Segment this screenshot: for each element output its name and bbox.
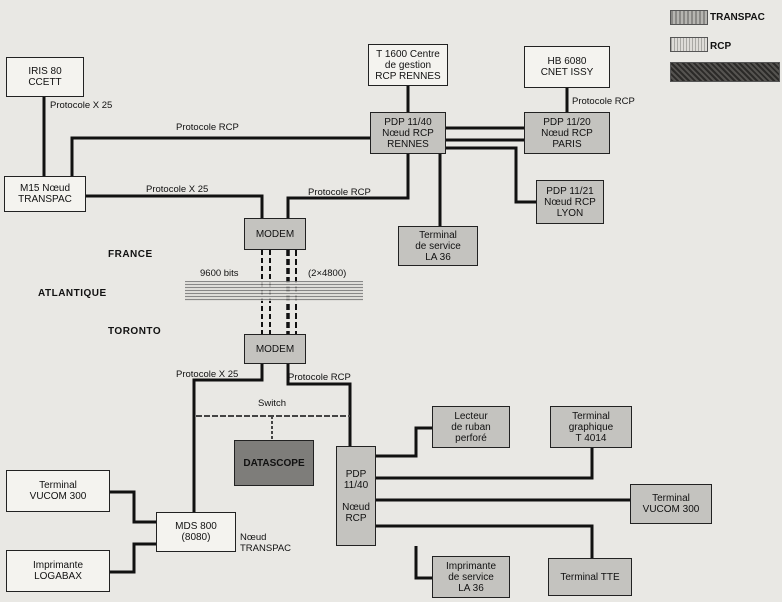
datascope-box: DATASCOPE bbox=[234, 440, 314, 486]
label-noeud-transpac-line-2: TRANSPAC bbox=[240, 543, 292, 554]
label-protocole-rcp-top: Protocole RCP bbox=[176, 122, 239, 133]
vucom-right-line-1: Terminal bbox=[652, 493, 690, 504]
terminal-la36-line-1: Terminal bbox=[419, 229, 457, 241]
t1600-line-1: T 1600 Centre bbox=[376, 48, 440, 60]
pdp-1121-lyon-box: PDP 11/21 Nœud RCP LYON bbox=[536, 180, 604, 224]
pdp-1120-paris-box: PDP 11/20 Nœud RCP PARIS bbox=[524, 112, 610, 154]
legend-combined-swatch bbox=[670, 62, 780, 82]
mds-line-1: MDS 800 bbox=[175, 521, 217, 532]
lecteur-line-1: Lecteur bbox=[454, 410, 488, 422]
vucom-right-line-2: VUCOM 300 bbox=[642, 504, 700, 515]
hb6080-line-2: CNET ISSY bbox=[540, 67, 594, 78]
logabax-line-2: LOGABAX bbox=[34, 571, 82, 582]
pdp-toronto-line-1: PDP bbox=[345, 468, 367, 480]
pdp-rennes-line-2: Nœud RCP bbox=[382, 127, 434, 139]
terminal-graphique-line-1: Terminal bbox=[572, 410, 610, 422]
modem-toronto-label: MODEM bbox=[255, 343, 295, 355]
terminal-graphique-line-3: T 4014 bbox=[575, 432, 607, 444]
t1600-line-2: de gestion bbox=[384, 59, 432, 71]
pdp-1140-toronto-box: PDP 11/40 Nœud RCP bbox=[336, 446, 376, 546]
legend-transpac-label: TRANSPAC bbox=[710, 12, 765, 23]
pdp-rennes-line-3: RENNES bbox=[387, 138, 429, 150]
mds-line-2: (8080) bbox=[181, 532, 211, 543]
pdp-lyon-line-3: LYON bbox=[556, 207, 584, 219]
pdp-toronto-line-4: Nœud bbox=[342, 501, 370, 513]
datascope-label: DATASCOPE bbox=[243, 457, 305, 469]
hb6080-box: HB 6080 CNET ISSY bbox=[524, 46, 610, 88]
modem-france-box: MODEM bbox=[244, 218, 306, 250]
label-noeud-transpac-line-1: Nœud bbox=[240, 532, 267, 543]
label-protocole-x25-toronto: Protocole X 25 bbox=[176, 369, 239, 380]
pdp-lyon-line-1: PDP 11/21 bbox=[546, 185, 594, 197]
lecteur-ruban-box: Lecteur de ruban perforé bbox=[432, 406, 510, 448]
t1600-box: T 1600 Centre de gestion RCP RENNES bbox=[368, 44, 448, 86]
terminal-la36-line-3: LA 36 bbox=[425, 251, 451, 263]
atlantic-ocean-waves bbox=[185, 281, 363, 301]
legend-transpac-swatch bbox=[670, 10, 708, 25]
mds-800-box: MDS 800 (8080) bbox=[156, 512, 236, 552]
label-protocole-rcp-rennes: Protocole RCP bbox=[308, 187, 371, 198]
pdp-paris-line-3: PARIS bbox=[552, 138, 582, 150]
pdp-toronto-line-5: RCP bbox=[345, 512, 367, 524]
terminal-la36-rennes-box: Terminal de service LA 36 bbox=[398, 226, 478, 266]
legend-rcp-label: RCP bbox=[710, 41, 732, 52]
pdp-1140-rennes-box: PDP 11/40 Nœud RCP RENNES bbox=[370, 112, 446, 154]
pdp-rennes-line-1: PDP 11/40 bbox=[384, 116, 432, 128]
region-france: FRANCE bbox=[108, 249, 153, 260]
vucom-left-line-2: VUCOM 300 bbox=[29, 491, 87, 502]
pdp-toronto-line-2: 11/40 bbox=[343, 479, 369, 491]
terminal-la36-line-2: de service bbox=[415, 240, 461, 252]
label-protocole-x25-m15: Protocole X 25 bbox=[146, 184, 209, 195]
pdp-lyon-line-2: Nœud RCP bbox=[544, 196, 596, 208]
hb6080-line-1: HB 6080 bbox=[547, 56, 587, 67]
label-protocole-rcp-hb: Protocole RCP bbox=[572, 96, 635, 107]
m15-line-1: M15 Nœud bbox=[19, 183, 70, 194]
iris-80-box: IRIS 80 CCETT bbox=[6, 57, 84, 97]
label-9600-bits: 9600 bits bbox=[200, 268, 239, 279]
legend-rcp-swatch bbox=[670, 37, 708, 52]
region-atlantique: ATLANTIQUE bbox=[38, 288, 107, 299]
label-protocole-x25-iris: Protocole X 25 bbox=[50, 100, 113, 111]
region-toronto: TORONTO bbox=[108, 326, 162, 337]
imprimante-logabax-box: Imprimante LOGABAX bbox=[6, 550, 110, 592]
m15-line-2: TRANSPAC bbox=[18, 194, 72, 205]
lecteur-line-2: de ruban bbox=[451, 421, 491, 433]
terminal-tte-label: Terminal TTE bbox=[560, 571, 620, 583]
pdp-paris-line-2: Nœud RCP bbox=[541, 127, 593, 139]
imprimante-service-line-2: de service bbox=[448, 571, 494, 583]
terminal-tte-box: Terminal TTE bbox=[548, 558, 632, 596]
iris-80-line-2: CCETT bbox=[28, 77, 62, 88]
vucom-left-line-1: Terminal bbox=[39, 480, 77, 491]
modem-france-label: MODEM bbox=[255, 228, 295, 240]
terminal-vucom-left-box: Terminal VUCOM 300 bbox=[6, 470, 110, 512]
imprimante-service-line-1: Imprimante bbox=[445, 560, 496, 572]
lecteur-line-3: perforé bbox=[455, 432, 487, 444]
terminal-graphique-box: Terminal graphique T 4014 bbox=[550, 406, 632, 448]
iris-80-line-1: IRIS 80 bbox=[28, 66, 62, 77]
label-2x4800: (2×4800) bbox=[308, 268, 347, 279]
logabax-line-1: Imprimante bbox=[32, 560, 83, 571]
terminal-graphique-line-2: graphique bbox=[568, 421, 614, 433]
m15-transpac-box: M15 Nœud TRANSPAC bbox=[4, 176, 86, 212]
imprimante-service-line-3: LA 36 bbox=[458, 582, 484, 594]
label-protocole-rcp-toronto: Protocole RCP bbox=[288, 372, 351, 383]
modem-toronto-box: MODEM bbox=[244, 334, 306, 364]
label-switch: Switch bbox=[258, 398, 286, 409]
pdp-paris-line-1: PDP 11/20 bbox=[543, 116, 591, 128]
t1600-line-3: RCP RENNES bbox=[375, 70, 441, 82]
terminal-vucom-right-box: Terminal VUCOM 300 bbox=[630, 484, 712, 524]
imprimante-service-box: Imprimante de service LA 36 bbox=[432, 556, 510, 598]
